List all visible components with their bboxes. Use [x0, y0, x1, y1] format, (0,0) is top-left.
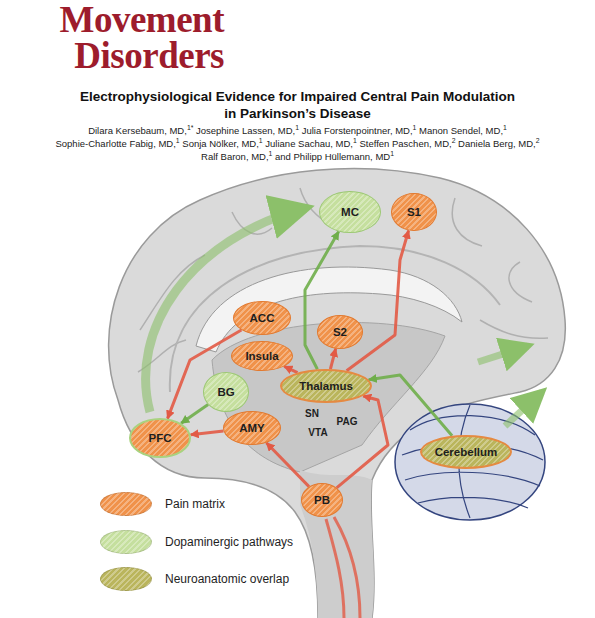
journal-logo: Movement [0, 0, 224, 41]
region-name: AMY [239, 422, 265, 434]
pain-pathway-arrow [284, 366, 297, 372]
pain-pathway-arrow [337, 396, 388, 488]
region-name: S2 [333, 326, 347, 338]
spinal-pain-tract [326, 517, 360, 618]
dopaminergic-arrow [369, 375, 452, 436]
brain-region-oval: Cerebellum [420, 435, 512, 469]
cerebellum-shape [395, 404, 545, 520]
journal-logo: Disorders [0, 34, 224, 77]
author-line: Dilara Kersebaum, MD,1* Josephine Lassen… [0, 125, 595, 136]
legend-swatch [100, 567, 152, 591]
region-label: VTA [308, 427, 327, 438]
article-title: Electrophysiological Evidence for Impair… [75, 88, 520, 122]
region-name: S1 [407, 206, 421, 218]
dopaminergic-arrow [181, 405, 208, 424]
author-line: Sophie-Charlotte Fabig, MD,1 Sonja Nölke… [0, 138, 595, 149]
brain-region-oval: BG [203, 372, 249, 412]
pain-pathway-arrow [266, 443, 309, 487]
brain-region-oval: MC [319, 191, 381, 233]
gyrus-line [138, 188, 548, 372]
region-name: PFC [149, 432, 172, 444]
pain-pathway-arrow [191, 431, 224, 435]
brainstem-shade [300, 470, 374, 618]
brain-region-oval: Insula [231, 341, 293, 371]
legend-text: Dopaminergic pathways [165, 535, 293, 549]
legend-swatch [100, 530, 152, 554]
corpus-callosum [196, 267, 462, 352]
author-line: Ralf Baron, MD,1 and Philipp Hüllemann, … [0, 151, 595, 162]
region-name: PB [314, 494, 330, 506]
brain-region-oval: S1 [391, 193, 437, 231]
brain-region-oval: AMY [223, 411, 281, 445]
pain-pathway-arrow [347, 231, 409, 371]
cerebellum-folia [402, 405, 543, 518]
brain-region-oval: S2 [317, 315, 363, 349]
brain-region-oval: PB [301, 483, 343, 517]
cerebrum-outline [109, 169, 566, 618]
dopaminergic-arrow [305, 232, 339, 370]
dopaminergic-arc [478, 346, 528, 362]
region-name: Insula [245, 350, 278, 362]
legend-text: Neuroanatomic overlap [165, 572, 289, 586]
region-name: BG [217, 386, 234, 398]
region-name: Thalamus [299, 380, 353, 392]
pain-pathway-arrow [330, 349, 335, 369]
brain-region-oval: ACC [233, 301, 291, 335]
region-label: SN [305, 408, 319, 419]
region-label: PAG [337, 416, 358, 427]
dopaminergic-arc [505, 392, 542, 426]
legend-swatch [100, 492, 152, 516]
region-name: Cerebellum [435, 446, 498, 458]
brain-region-oval: PFC [129, 418, 191, 458]
legend-text: Pain matrix [165, 497, 225, 511]
brain-region-oval: Thalamus [280, 369, 372, 403]
region-name: MC [341, 206, 359, 218]
region-name: ACC [250, 312, 275, 324]
